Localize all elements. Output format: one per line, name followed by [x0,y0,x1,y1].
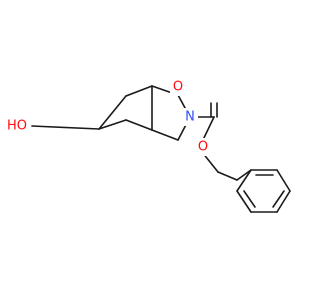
hydroxyl-label: HO [7,119,27,134]
ester-oxygen-label: O [198,140,208,155]
label-backdrop [6,116,28,136]
bond [236,169,252,181]
bond [125,119,153,131]
bond [98,95,127,130]
cyclopentane-ring [98,85,153,131]
molecule-diagram: HO N O O [6,78,291,213]
label-backdrop [170,78,186,96]
aromatic-inner-bond [272,190,285,208]
bond [276,190,291,213]
aromatic-inner-bond [243,190,256,208]
hydroxyl-bond [31,125,100,130]
bond [98,119,127,130]
label-backdrop [182,108,198,126]
nitrogen-label: N [185,110,195,125]
bond [276,169,291,192]
structure-canvas: HO N O O [6,78,291,213]
bond [236,169,252,192]
carbonyl-oxygen-label: O [173,80,183,95]
bond [217,171,238,181]
bond [151,129,179,141]
benzene-ring [217,169,291,213]
bond [125,85,153,97]
label-backdrop [195,138,211,156]
bond [201,116,215,143]
bond [236,190,252,213]
